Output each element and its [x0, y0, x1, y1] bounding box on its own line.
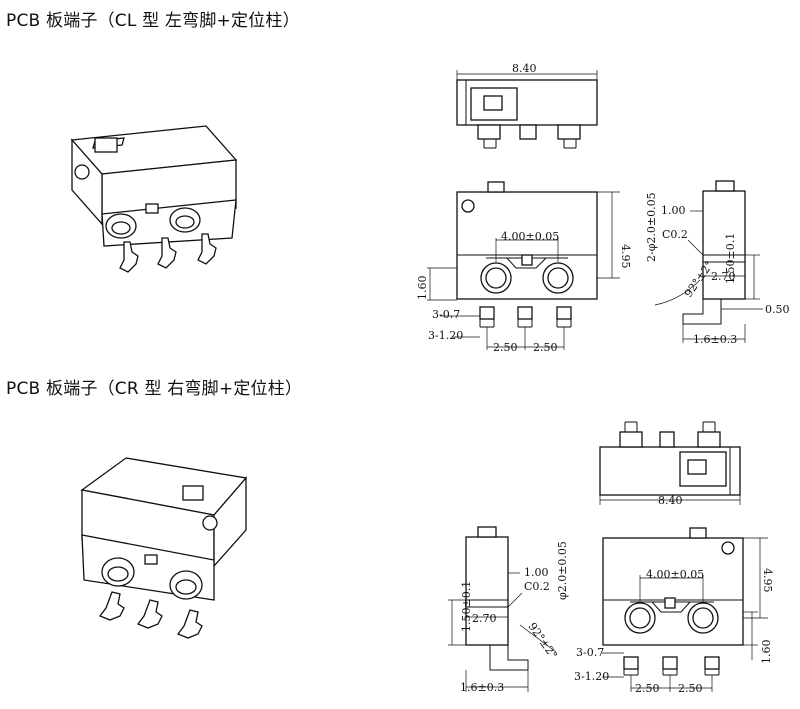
cl-isometric-view: [70, 125, 238, 273]
cl-post-diameter-dim: 2-φ2.0±0.05: [645, 192, 658, 262]
cr-side-width-dim: 2.70: [472, 612, 497, 625]
cl-base-height-dim: 1.60: [416, 276, 429, 301]
cr-chamfer-dim: C0.2: [524, 580, 550, 593]
section-title-cl: PCB 板端子（CL 型 左弯脚+定位柱）: [6, 11, 300, 31]
cl-thickness-dim: 0.50: [765, 303, 790, 316]
cr-isometric-view: [80, 457, 248, 639]
cr-front-view: 4.00±0.05 4.95 1.60 3-0.7 3-1.20 2.50 2.…: [574, 527, 774, 695]
cl-chamfer-dim: C0.2: [662, 228, 688, 241]
cl-height-dim: 4.95: [619, 244, 632, 269]
cr-post-diameter-dim: φ2.0±0.05: [556, 541, 569, 600]
cr-pitch-2-dim: 2.50: [678, 682, 703, 695]
cl-side-view: 1.00 C0.2 2-φ2.0±0.05 92°±2° 2.70 1.50±0…: [645, 180, 790, 346]
section-title-cr: PCB 板端子（CR 型 右弯脚+定位柱）: [6, 379, 303, 399]
cl-width-dim: 8.40: [512, 62, 537, 75]
cr-pitch-1-dim: 2.50: [635, 682, 660, 695]
cr-bend-length-dim: 1.6±0.3: [460, 681, 504, 694]
cl-pitch-1-dim: 2.50: [493, 341, 518, 354]
cr-pin-length-dim: 3-1.20: [574, 670, 609, 683]
cl-button-pitch-dim: 4.00±0.05: [501, 230, 559, 243]
cr-height-dim: 4.95: [761, 568, 774, 593]
cr-side-view: 1.00 C0.2 φ2.0±0.05 92°±2° 2.70 1.50±0.1…: [448, 526, 569, 694]
cl-side-width-dim: 2.70: [711, 270, 736, 283]
cl-top-view: 8.40: [456, 62, 598, 149]
cr-base-height-dim: 1.60: [760, 640, 773, 665]
cr-pin-width-dim: 3-0.7: [576, 646, 604, 659]
cr-side-height-dim: 1.50±0.1: [460, 581, 473, 632]
cl-pitch-2-dim: 2.50: [533, 341, 558, 354]
cr-width-dim: 8.40: [658, 494, 683, 507]
cl-post-offset-dim: 1.00: [661, 204, 686, 217]
cl-side-height-dim: 1.50±0.1: [724, 233, 737, 284]
cl-bend-length-dim: 1.6±0.3: [693, 333, 737, 346]
cr-top-view: 8.40: [599, 421, 741, 507]
cr-post-offset-dim: 1.00: [524, 566, 549, 579]
cl-pin-width-dim: 3-0.7: [432, 308, 460, 321]
cl-front-view: 4.00±0.05 4.95 1.60 3-0.7 3-1.20 2.50 2.…: [416, 181, 632, 354]
cr-angle-dim: 92°±2°: [526, 620, 560, 661]
cr-button-pitch-dim: 4.00±0.05: [646, 568, 704, 581]
cl-pin-length-dim: 3-1.20: [428, 329, 463, 342]
